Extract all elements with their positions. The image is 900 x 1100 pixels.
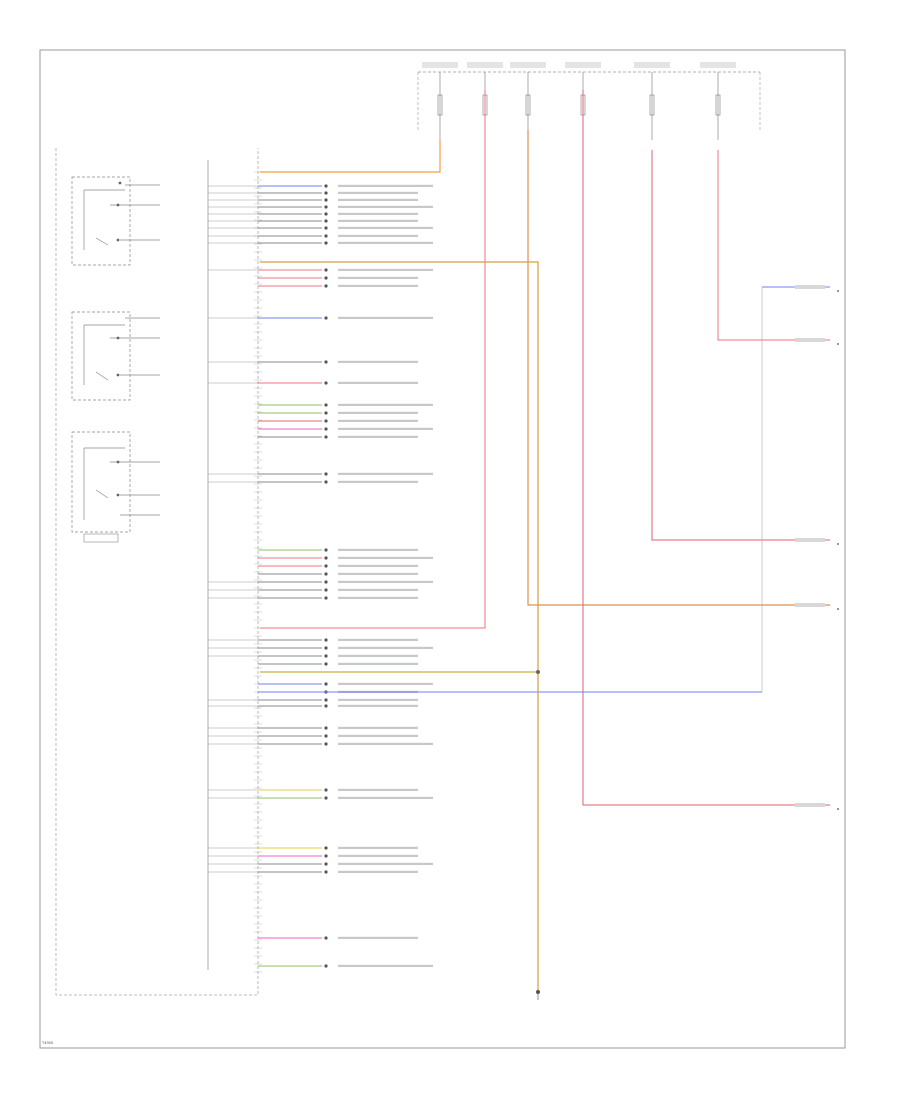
ground-symbol: [536, 990, 540, 1000]
wire-red-fuse4: [582, 90, 830, 806]
relay-component-1: [71, 176, 160, 266]
wire-orange-fuse3: [527, 130, 830, 606]
wire-red-fuse6: [717, 150, 830, 341]
right-connectors: [795, 285, 839, 810]
wire-orange-ground: [260, 261, 539, 992]
module-boundary: [55, 148, 259, 996]
diagram-frame: [39, 49, 846, 1049]
fuse-set: [422, 62, 736, 140]
wire-red-fuse2: [260, 90, 486, 629]
module-pin-lines: [208, 171, 433, 973]
wire-red-fuse5: [651, 150, 830, 541]
relay-component-2: [71, 311, 160, 401]
fuse-box: [417, 71, 761, 130]
diagram-id: T4900: [41, 1041, 54, 1045]
splice-dot: [536, 670, 540, 674]
relay-component-3: [71, 431, 160, 543]
wire-orange-top: [260, 140, 441, 173]
